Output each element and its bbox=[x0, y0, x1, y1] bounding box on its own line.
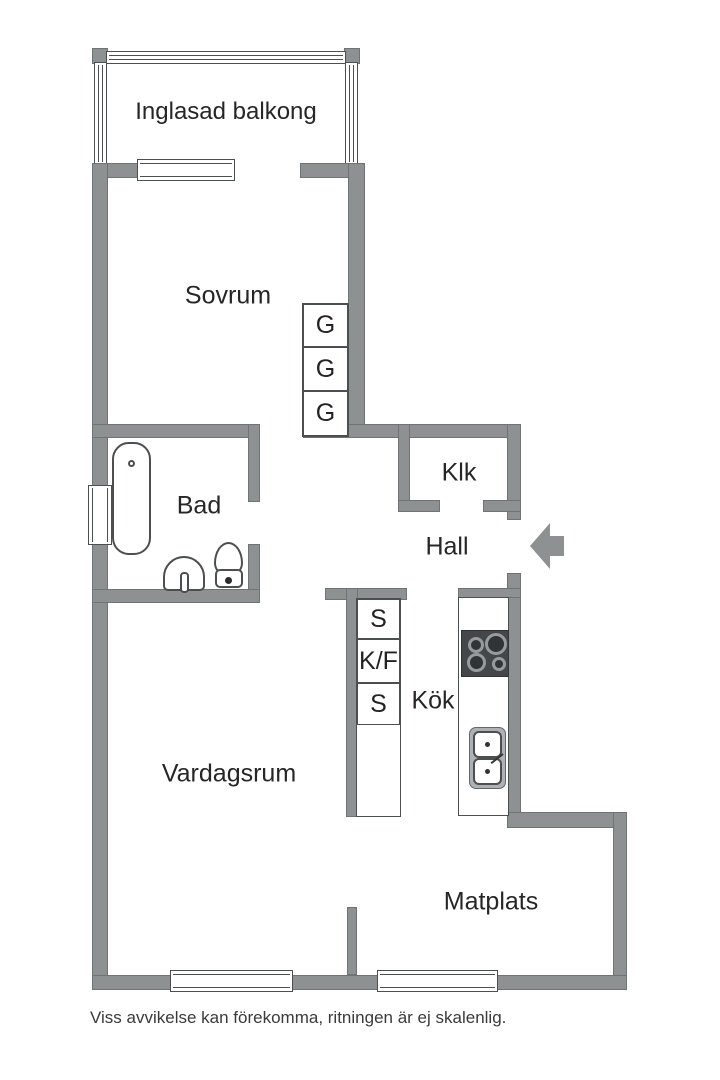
bathroom-window bbox=[88, 485, 112, 545]
stove-burner-icon bbox=[468, 637, 484, 653]
sink-drain-dot bbox=[485, 769, 490, 774]
kitchen-counter-left bbox=[356, 724, 401, 817]
bathroom-east-wall-upper bbox=[248, 424, 260, 502]
living-room-window bbox=[170, 970, 293, 992]
exterior-wall-east-mid bbox=[507, 573, 521, 815]
exterior-wall-west bbox=[92, 163, 108, 990]
balcony-glass-wall-right bbox=[345, 62, 358, 165]
hall-north-wall-left bbox=[92, 424, 260, 438]
room-label-hall: Hall bbox=[425, 532, 469, 561]
room-label-kitchen: Kök bbox=[411, 686, 455, 715]
wardrobe-label: G bbox=[315, 311, 336, 339]
living-dining-partition-stub bbox=[347, 907, 357, 975]
room-label-balcony: Inglasad balkong bbox=[135, 98, 317, 125]
kitchen-sink-basin bbox=[473, 731, 502, 758]
dining-window bbox=[377, 970, 498, 992]
kitchen-unit-label: S bbox=[370, 689, 387, 718]
kitchen-unit-cabinet: S bbox=[356, 682, 401, 726]
kitchen-unit-fridge-freezer: K/F bbox=[356, 638, 401, 684]
closet-south-stub-right bbox=[483, 500, 521, 512]
closet-south-stub-left bbox=[398, 500, 440, 512]
disclaimer-text: Viss avvikelse kan förekomma, ritningen … bbox=[90, 1008, 507, 1027]
stove-burner-icon bbox=[467, 653, 486, 672]
bathroom-faucet-icon bbox=[180, 572, 189, 593]
toilet-button-icon bbox=[225, 577, 232, 584]
balcony-glass-wall-left bbox=[94, 62, 107, 165]
bedroom-window bbox=[137, 159, 235, 181]
kitchen-unit-label: S bbox=[370, 604, 387, 633]
room-label-living-room: Vardagsrum bbox=[161, 759, 297, 788]
room-label-dining: Matplats bbox=[443, 887, 539, 916]
room-label-bedroom: Sovrum bbox=[184, 281, 272, 310]
bathtub-icon bbox=[112, 442, 151, 555]
wardrobe-cabinet: G bbox=[302, 390, 349, 437]
wardrobe-label: G bbox=[315, 354, 336, 383]
bathtub-drain-icon bbox=[128, 460, 135, 467]
room-label-hall-closet: Klk bbox=[441, 458, 477, 487]
kitchen-unit-cabinet: S bbox=[356, 598, 401, 640]
stove-burner-icon bbox=[485, 633, 507, 655]
exterior-wall-east-upper bbox=[507, 424, 521, 520]
dining-north-wall bbox=[507, 812, 627, 828]
bedroom-east-wall bbox=[348, 163, 365, 436]
entry-arrow-icon bbox=[530, 523, 564, 569]
kitchen-unit-label: K/F bbox=[359, 646, 398, 675]
wardrobe-label: G bbox=[315, 399, 336, 427]
closet-west-wall bbox=[398, 424, 410, 512]
exterior-wall-east-lower bbox=[613, 812, 627, 990]
sink-drain-dot bbox=[485, 742, 490, 747]
wardrobe-cabinet: G bbox=[302, 346, 349, 392]
balcony-glass-wall-top bbox=[106, 51, 346, 64]
wardrobe-cabinet: G bbox=[302, 303, 349, 348]
room-label-bathroom: Bad bbox=[176, 491, 222, 520]
stove-burner-icon bbox=[492, 657, 506, 671]
bathroom-south-wall bbox=[92, 589, 260, 603]
